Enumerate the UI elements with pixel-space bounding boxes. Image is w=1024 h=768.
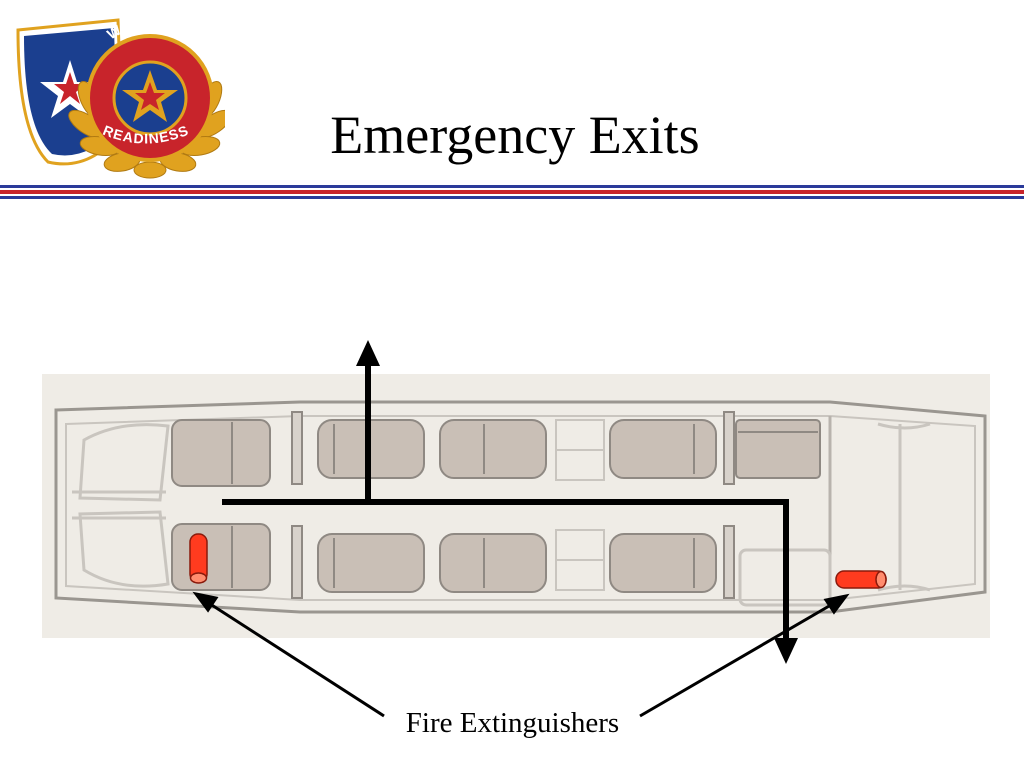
fire-extinguisher-icon [835,570,887,589]
seat-bottom-cockpit [171,523,271,591]
bulkheads [291,411,735,599]
cockpit [72,423,170,588]
seat-bottom-1 [317,533,425,593]
header-divider [0,185,1024,199]
arrow-down-icon [774,638,798,664]
exit-route [222,340,798,664]
seat-top-4 [735,419,821,479]
cabin-tables [555,419,605,591]
fire-extinguisher-icon [189,533,208,584]
seat-bottom-2 [439,533,547,593]
arrow-up-icon [356,340,380,366]
wartime-readiness-logo: WARTIME READINESS [16,15,225,179]
caption-pointers [192,591,850,718]
seat-top-cockpit [171,419,271,487]
seat-top-3 [609,419,717,479]
fire-extinguishers-label: Fire Extinguishers [405,707,620,739]
seat-bottom-3 [609,533,717,593]
exit-route-line [222,499,789,642]
cabin-layout-diagram [42,340,990,718]
page-title: Emergency Exits [330,105,700,165]
passenger-seats [171,419,821,593]
seat-top-2 [439,419,547,479]
